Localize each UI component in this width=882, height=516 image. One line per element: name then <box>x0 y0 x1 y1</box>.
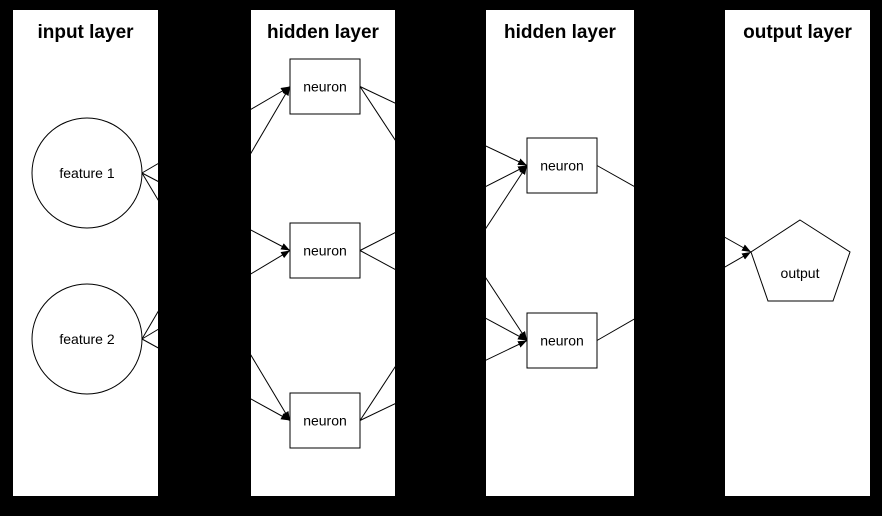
hidden1-neuron-2-node <box>289 222 361 279</box>
input-layer-title: input layer <box>37 22 134 43</box>
hidden2-neuron-1-label: neuron <box>540 157 584 173</box>
hidden1-neuron-2-label: neuron <box>303 242 347 258</box>
feature-1-label: feature 1 <box>59 165 114 181</box>
hidden2-neuron-2-node <box>526 312 598 369</box>
hidden1-neuron-3-node <box>289 392 361 449</box>
output-layer-title: output layer <box>743 22 852 43</box>
input-layer-panel <box>13 10 158 496</box>
hidden-layer-2-panel <box>486 10 634 496</box>
hidden2-neuron-2-label: neuron <box>540 332 584 348</box>
hidden1-neuron-3-label: neuron <box>303 412 347 428</box>
hidden1-neuron-1-node <box>289 58 361 115</box>
output-node <box>750 219 851 302</box>
output-label: output <box>781 265 820 281</box>
hidden2-neuron-1-node <box>526 137 598 194</box>
feature-1-node <box>31 117 143 229</box>
panel-gap-overlay <box>634 0 725 516</box>
feature-2-label: feature 2 <box>59 331 114 347</box>
hidden1-neuron-1-label: neuron <box>303 78 347 94</box>
panel-gap-overlay <box>395 0 486 516</box>
panel-gap-overlay <box>158 0 251 516</box>
feature-2-node <box>31 283 143 395</box>
hidden-layer-1-title: hidden layer <box>267 22 380 43</box>
hidden-layer-2-title: hidden layer <box>504 22 617 43</box>
